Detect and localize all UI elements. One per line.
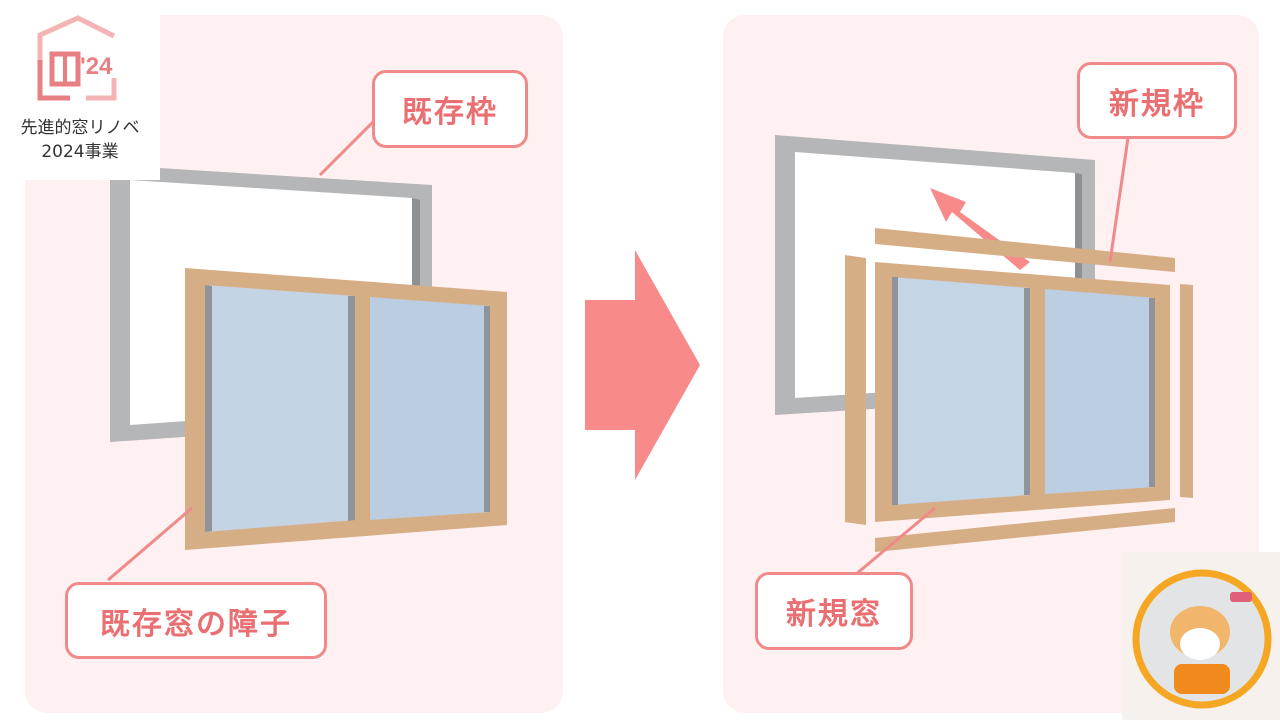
new-frame-graphic [845,137,1193,552]
svg-text:'24: '24 [80,53,113,80]
new-window-graphic [854,262,1170,577]
existing-sash-graphic [107,118,507,582]
logo-line-2: 2024事業 [41,142,119,162]
label-new-frame: 新規枠 [1077,62,1237,139]
label-new-window: 新規窓 [755,572,913,650]
arrow-right-icon [585,250,700,480]
program-logo: '24 先進的窓リノベ 2024事業 [0,0,160,180]
house-logo-icon: '24 [37,15,117,101]
mascot-avatar [1122,552,1280,720]
label-existing-sash: 既存窓の障子 [65,582,327,659]
label-existing-frame: 既存枠 [372,70,528,148]
logo-line-1: 先進的窓リノベ [20,118,140,138]
